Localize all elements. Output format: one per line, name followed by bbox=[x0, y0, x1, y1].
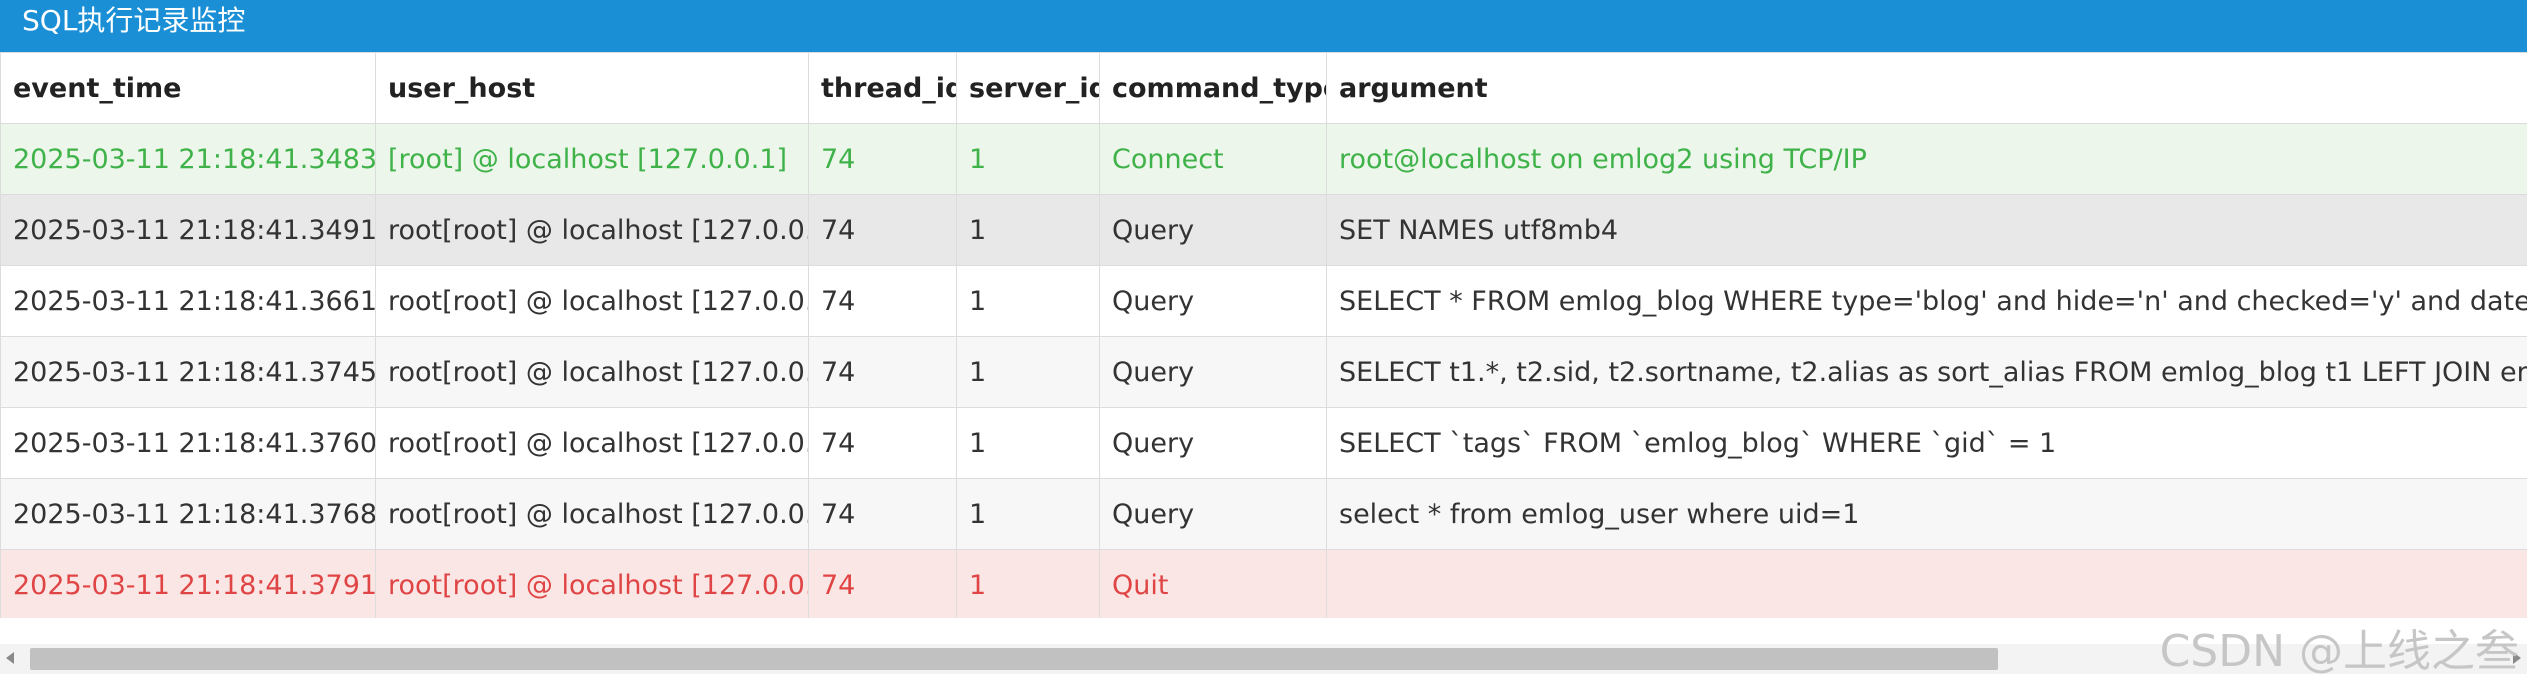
column-header-argument[interactable]: argument bbox=[1326, 52, 2527, 124]
cell-command-type: Query bbox=[1099, 336, 1327, 408]
cell-server-id: 1 bbox=[956, 478, 1100, 550]
column-header-command-type[interactable]: command_type bbox=[1099, 52, 1327, 124]
table-row[interactable]: 2025-03-11 21:18:41.376023 root[root] @ … bbox=[0, 407, 2527, 479]
table-row[interactable]: 2025-03-11 21:18:41.349140 root[root] @ … bbox=[0, 194, 2527, 266]
cell-user-host: root[root] @ localhost [127.0.0.1] bbox=[375, 265, 809, 337]
cell-event-time: 2025-03-11 21:18:41.379125 bbox=[0, 549, 376, 618]
cell-user-host: root[root] @ localhost [127.0.0.1] bbox=[375, 407, 809, 479]
cell-event-time: 2025-03-11 21:18:41.374551 bbox=[0, 336, 376, 408]
cell-thread-id: 74 bbox=[808, 549, 957, 618]
window-titlebar: SQL执行记录监控 bbox=[0, 0, 2527, 52]
cell-server-id: 1 bbox=[956, 194, 1100, 266]
cell-thread-id: 74 bbox=[808, 123, 957, 195]
cell-event-time: 2025-03-11 21:18:41.349140 bbox=[0, 194, 376, 266]
cell-event-time: 2025-03-11 21:18:41.376864 bbox=[0, 478, 376, 550]
watermark: CSDN @上线之叁 bbox=[2159, 626, 2519, 677]
table-scroll-area[interactable]: event_time user_host thread_id server_id… bbox=[0, 52, 2527, 618]
cell-thread-id: 74 bbox=[808, 336, 957, 408]
chevron-left-icon[interactable] bbox=[6, 652, 14, 664]
cell-user-host: root[root] @ localhost [127.0.0.1] bbox=[375, 194, 809, 266]
cell-server-id: 1 bbox=[956, 336, 1100, 408]
table-row[interactable]: 2025-03-11 21:18:41.374551 root[root] @ … bbox=[0, 336, 2527, 408]
window-title: SQL执行记录监控 bbox=[22, 4, 246, 37]
cell-user-host: root[root] @ localhost [127.0.0.1] bbox=[375, 336, 809, 408]
table-row[interactable]: 2025-03-11 21:18:41.376864 root[root] @ … bbox=[0, 478, 2527, 550]
table-row[interactable]: 2025-03-11 21:18:41.366149 root[root] @ … bbox=[0, 265, 2527, 337]
cell-command-type: Quit bbox=[1099, 549, 1327, 618]
cell-argument: SET NAMES utf8mb4 bbox=[1326, 194, 2527, 266]
scrollbar-thumb[interactable] bbox=[30, 648, 1998, 670]
cell-command-type: Query bbox=[1099, 265, 1327, 337]
cell-thread-id: 74 bbox=[808, 407, 957, 479]
cell-event-time: 2025-03-11 21:18:41.366149 bbox=[0, 265, 376, 337]
cell-argument: root@localhost on emlog2 using TCP/IP bbox=[1326, 123, 2527, 195]
cell-command-type: Query bbox=[1099, 478, 1327, 550]
cell-user-host: [root] @ localhost [127.0.0.1] bbox=[375, 123, 809, 195]
table-row[interactable]: 2025-03-11 21:18:41.379125 root[root] @ … bbox=[0, 549, 2527, 618]
table-row[interactable]: 2025-03-11 21:18:41.348385 [root] @ loca… bbox=[0, 123, 2527, 195]
cell-server-id: 1 bbox=[956, 265, 1100, 337]
cell-command-type: Connect bbox=[1099, 123, 1327, 195]
chevron-right-icon[interactable] bbox=[2513, 652, 2521, 664]
cell-event-time: 2025-03-11 21:18:41.376023 bbox=[0, 407, 376, 479]
cell-argument: select * from emlog_user where uid=1 bbox=[1326, 478, 2527, 550]
column-header-thread-id[interactable]: thread_id bbox=[808, 52, 957, 124]
horizontal-scrollbar[interactable] bbox=[0, 644, 2527, 674]
cell-thread-id: 74 bbox=[808, 478, 957, 550]
cell-server-id: 1 bbox=[956, 123, 1100, 195]
cell-server-id: 1 bbox=[956, 549, 1100, 618]
table-header-row: event_time user_host thread_id server_id… bbox=[0, 52, 2527, 124]
cell-argument: SELECT t1.*, t2.sid, t2.sortname, t2.ali… bbox=[1326, 336, 2527, 408]
column-header-server-id[interactable]: server_id bbox=[956, 52, 1100, 124]
cell-user-host: root[root] @ localhost [127.0.0.1] bbox=[375, 549, 809, 618]
cell-server-id: 1 bbox=[956, 407, 1100, 479]
cell-user-host: root[root] @ localhost [127.0.0.1] bbox=[375, 478, 809, 550]
cell-argument: SELECT `tags` FROM `emlog_blog` WHERE `g… bbox=[1326, 407, 2527, 479]
cell-argument: SELECT * FROM emlog_blog WHERE type='blo… bbox=[1326, 265, 2527, 337]
cell-argument bbox=[1326, 549, 2527, 618]
sql-log-table: event_time user_host thread_id server_id… bbox=[0, 52, 2527, 618]
column-header-user-host[interactable]: user_host bbox=[375, 52, 809, 124]
cell-command-type: Query bbox=[1099, 407, 1327, 479]
cell-thread-id: 74 bbox=[808, 194, 957, 266]
cell-command-type: Query bbox=[1099, 194, 1327, 266]
column-header-event-time[interactable]: event_time bbox=[0, 52, 376, 124]
cell-event-time: 2025-03-11 21:18:41.348385 bbox=[0, 123, 376, 195]
cell-thread-id: 74 bbox=[808, 265, 957, 337]
